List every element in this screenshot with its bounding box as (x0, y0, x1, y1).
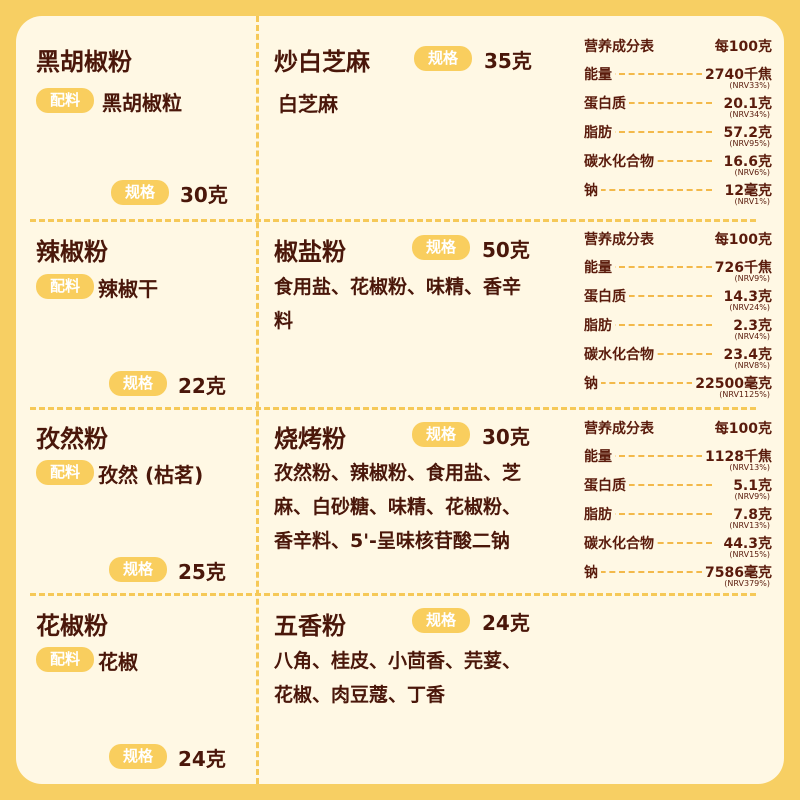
nutrition-per: 每100克 (714, 421, 772, 437)
ingredient-tag: 配料 (36, 460, 94, 485)
ingredients-black-pepper: 黑胡椒粒 (102, 91, 182, 115)
spec-cumin: 25克 (178, 560, 226, 584)
ingredients-chili: 辣椒干 (98, 277, 158, 301)
nutrition-title: 营养成分表 (584, 421, 654, 437)
product-name-sichuan-pepper: 花椒粉 (36, 612, 108, 640)
ingredients-sesame: 白芝麻 (278, 92, 338, 116)
product-name-sesame: 炒白芝麻 (274, 48, 370, 76)
row-divider (30, 219, 756, 222)
row-divider (30, 407, 756, 410)
ingredient-tag: 配料 (36, 274, 94, 299)
ingredients-five-spice: 八角、桂皮、小茴香、芫荽、花椒、肉豆蔻、丁香 (274, 650, 522, 706)
ingredients-sichuan-pepper: 花椒 (98, 650, 138, 674)
product-info-card: 黑胡椒粉 配料 黑胡椒粒 规格 30克 炒白芝麻 规格 35克 白芝麻 辣椒粉 … (16, 16, 784, 784)
spec-five-spice: 24克 (482, 611, 530, 635)
spec-tag: 规格 (109, 557, 167, 582)
row-divider (30, 593, 756, 596)
spec-tag: 规格 (412, 608, 470, 633)
spec-black-pepper: 30克 (180, 183, 228, 207)
spec-tag: 规格 (111, 180, 169, 205)
product-name-cumin: 孜然粉 (36, 425, 108, 453)
product-name-chili: 辣椒粉 (36, 238, 108, 266)
product-name-bbq: 烧烤粉 (274, 425, 346, 453)
column-divider (256, 16, 259, 784)
spec-tag: 规格 (412, 422, 470, 447)
spec-tag: 规格 (109, 744, 167, 769)
product-name-black-pepper: 黑胡椒粉 (36, 48, 132, 76)
ingredients-bbq: 孜然粉、辣椒粉、食用盐、芝麻、白砂糖、味精、花椒粉、香辛料、5'-呈味核苷酸二钠 (274, 462, 522, 552)
spec-sichuan-pepper: 24克 (178, 747, 226, 771)
spec-tag: 规格 (412, 235, 470, 260)
nutrition-title: 营养成分表 (584, 232, 654, 248)
product-name-five-spice: 五香粉 (274, 612, 346, 640)
nutrition-per: 每100克 (714, 39, 772, 55)
nutrition-title: 营养成分表 (584, 39, 654, 55)
spec-pepper-salt: 50克 (482, 238, 530, 262)
spec-tag: 规格 (109, 371, 167, 396)
nutrition-per: 每100克 (714, 232, 772, 248)
spec-sesame: 35克 (484, 49, 532, 73)
spec-bbq: 30克 (482, 425, 530, 449)
ingredients-cumin: 孜然 (枯茗) (98, 463, 204, 487)
spec-tag: 规格 (414, 46, 472, 71)
product-name-pepper-salt: 椒盐粉 (274, 238, 346, 266)
ingredients-pepper-salt: 食用盐、花椒粉、味精、香辛料 (274, 276, 522, 332)
ingredient-tag: 配料 (36, 88, 94, 113)
spec-chili: 22克 (178, 374, 226, 398)
ingredient-tag: 配料 (36, 647, 94, 672)
